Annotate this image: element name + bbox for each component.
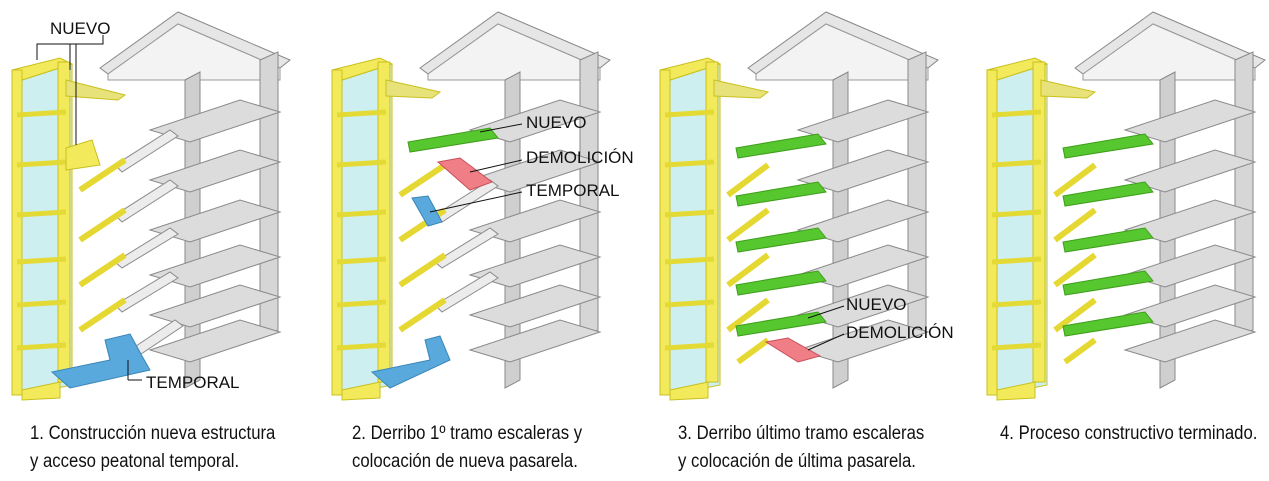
existing-building: [1074, 11, 1266, 389]
label-lines: [429, 123, 523, 213]
caption-line-2: colocación de nueva pasarela.: [352, 451, 578, 472]
label-temporal: TEMPORAL: [146, 373, 240, 392]
label-demolicion: DEMOLICIÓN: [846, 323, 954, 342]
new-structure: [11, 57, 127, 401]
caption-line-2: y colocación de última pasarela.: [678, 451, 916, 472]
label-nuevo: NUEVO: [526, 113, 586, 132]
new-walkway: [407, 127, 499, 153]
label-nuevo: NUEVO: [846, 295, 906, 314]
caption-line-1: 3. Derribo último tramo escaleras: [678, 423, 925, 444]
new-walkways: [735, 133, 827, 337]
caption-step-4: 4. Proceso constructivo terminado.: [1000, 420, 1257, 448]
label-demolicion: DEMOLICIÓN: [526, 148, 634, 167]
caption-line-1: 4. Proceso constructivo terminado.: [1000, 423, 1258, 444]
new-structure: [331, 57, 447, 401]
temporary-access: [50, 333, 151, 389]
caption-step-1: 1. Construcción nueva estructura y acces…: [30, 420, 275, 476]
temporary-access: [370, 335, 451, 389]
label-temporal: TEMPORAL: [526, 181, 620, 200]
label-nuevo: NUEVO: [50, 19, 110, 38]
label-lines: [36, 35, 142, 381]
panel-step-1: NUEVO TEMPORAL 1. Construcción nueva est…: [0, 0, 300, 481]
caption-step-2: 2. Derribo 1º tramo escaleras y colocaci…: [352, 420, 582, 476]
panel-step-2: NUEVO DEMOLICIÓN TEMPORAL 2. Derribo 1º …: [320, 0, 634, 481]
building-diagram-2: NUEVO DEMOLICIÓN TEMPORAL: [331, 11, 634, 401]
existing-building: [99, 11, 291, 389]
existing-building: [419, 11, 611, 389]
new-walkways: [1062, 133, 1154, 337]
new-structure: [986, 57, 1097, 401]
label-lines: [807, 305, 845, 351]
new-structure: [659, 57, 770, 401]
temporary-stair: [411, 195, 443, 227]
panel-step-4: 4. Proceso constructivo terminado.: [975, 0, 1269, 481]
building-diagram-4: [986, 11, 1266, 401]
building-diagram-3: NUEVO DEMOLICIÓN: [659, 11, 954, 401]
caption-line-2: y acceso peatonal temporal.: [30, 451, 240, 472]
building-diagram-1: NUEVO TEMPORAL: [11, 11, 291, 401]
demolition-stair: [764, 337, 822, 363]
panel-step-3: NUEVO DEMOLICIÓN 3. Derribo último tramo…: [648, 0, 954, 481]
caption-step-3: 3. Derribo último tramo escaleras y colo…: [678, 420, 924, 476]
demolition-stair: [436, 157, 494, 191]
caption-line-1: 2. Derribo 1º tramo escaleras y: [352, 423, 583, 444]
caption-line-1: 1. Construcción nueva estructura: [30, 423, 276, 444]
